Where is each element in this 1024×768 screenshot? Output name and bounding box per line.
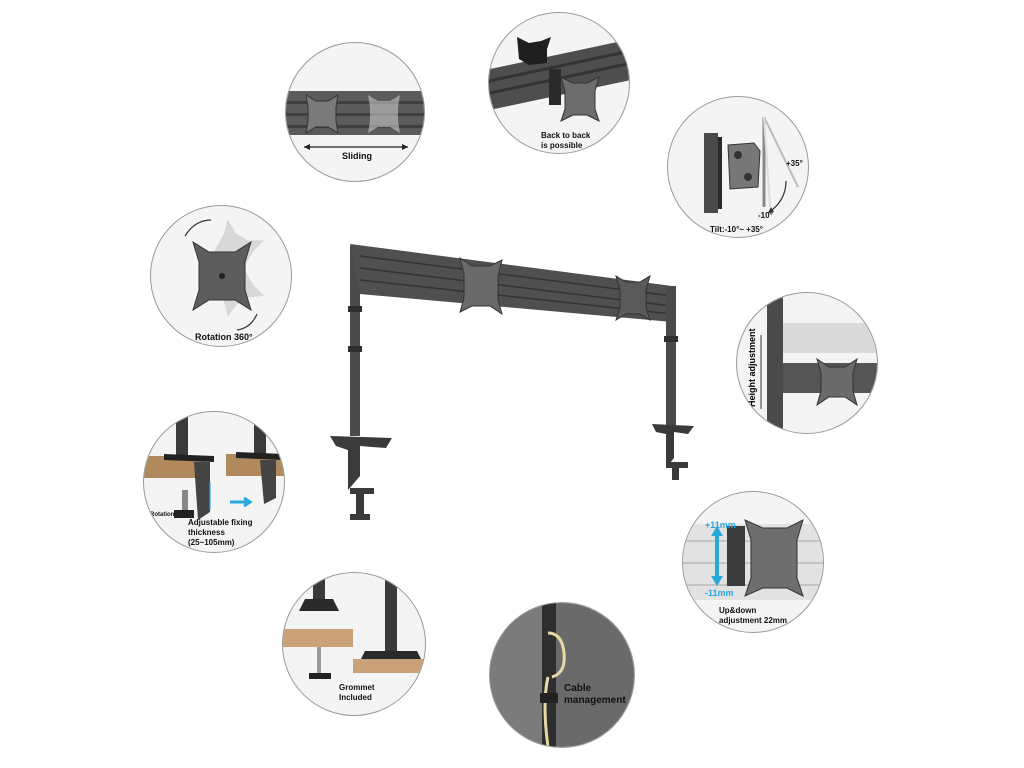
rotation-label: Rotation 360° — [195, 332, 253, 342]
height-adjustment-feature-circle: Height adjustment — [736, 292, 878, 434]
sliding-illustration — [286, 91, 424, 150]
right-pole — [664, 286, 678, 426]
tilt-plus-label: +35° — [786, 159, 803, 168]
left-clamp — [330, 436, 392, 520]
updown-label-line2: adjustment 22mm — [719, 616, 788, 625]
cable-label-line1: Cable — [564, 683, 592, 694]
height-adjustment-illustration — [760, 293, 877, 433]
tilt-feature-circle: +35° -10° Tilt:-10°~ +35° — [667, 96, 809, 238]
grommet-feature-circle: Grommet Included — [282, 572, 426, 716]
back-to-back-feature-circle: Back to back is possible — [488, 12, 630, 154]
right-clamp — [652, 424, 694, 480]
tilt-minus-label: -10° — [758, 211, 773, 220]
back-to-back-illustration — [489, 36, 629, 122]
back-to-back-label-line1: Back to back — [541, 131, 591, 140]
dual-monitor-arm-product — [330, 244, 694, 520]
rotation-feature-circle: Rotation 360° — [150, 205, 292, 347]
left-vesa-plate — [459, 256, 503, 316]
fixing-thickness-label-line3: (25~105mm) — [188, 538, 235, 547]
rotation-illustration — [184, 219, 265, 331]
sliding-feature-circle: Sliding — [285, 42, 425, 182]
grommet-illustration — [283, 573, 425, 679]
back-to-back-label-line2: is possible — [541, 141, 583, 150]
fixing-thickness-label-line2: thickness — [188, 528, 225, 537]
sliding-label: Sliding — [342, 151, 372, 161]
vesa-plate — [305, 94, 339, 134]
fixing-thickness-illustration — [144, 412, 284, 520]
tilt-illustration — [704, 116, 799, 214]
updown-adjustment-illustration — [683, 519, 823, 600]
height-adjustment-label: Height adjustment — [747, 328, 757, 407]
left-pole — [348, 246, 362, 436]
updown-plus-label: +11mm — [705, 520, 736, 530]
fixing-thickness-label-line1: Adjustable fixing — [188, 518, 253, 527]
updown-adjustment-feature-circle: +11mm -11mm Up&down adjustment 22mm — [682, 491, 824, 633]
updown-minus-label: -11mm — [705, 588, 734, 598]
updown-label-line1: Up&down — [719, 606, 757, 615]
cable-label-line2: management — [564, 695, 626, 706]
right-vesa-plate — [615, 274, 651, 322]
cable-management-feature-circle: Cable management — [489, 602, 635, 748]
grommet-label-line2: Included — [339, 693, 372, 702]
fixing-thickness-feature-circle: Rotation Adjustable fixing thickness (25… — [143, 411, 285, 553]
cable-management-illustration — [490, 603, 634, 747]
tilt-range-label: Tilt:-10°~ +35° — [710, 225, 763, 234]
grommet-label-line1: Grommet — [339, 683, 375, 692]
fixing-rotation-label: Rotation — [150, 512, 175, 518]
